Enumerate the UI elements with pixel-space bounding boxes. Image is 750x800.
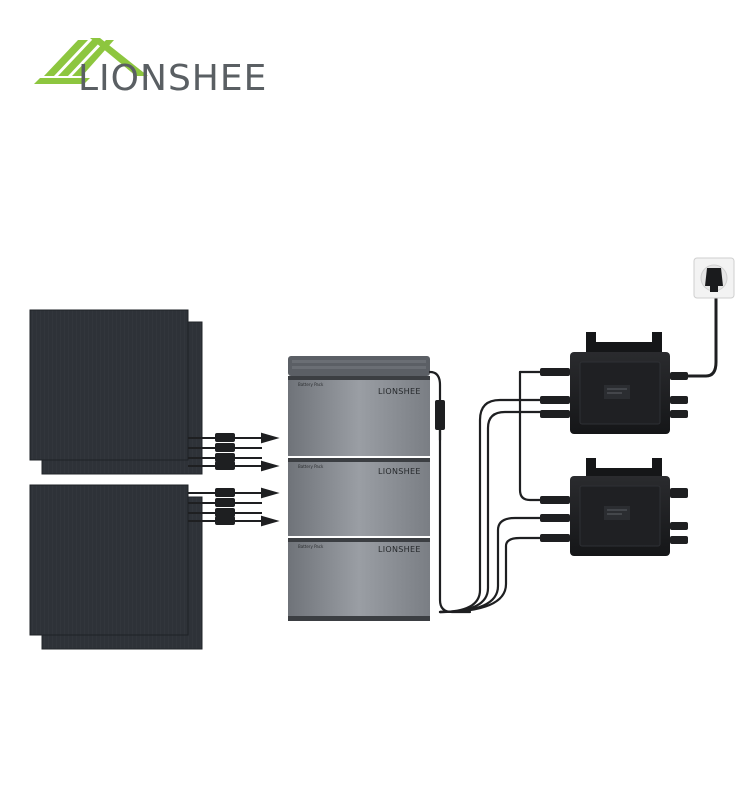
ac-cable xyxy=(686,288,718,378)
microinverter xyxy=(540,332,688,434)
wall-socket-icon xyxy=(693,257,735,299)
battery-stack: Battery Pack LIONSHEE Battery Pack LIONS… xyxy=(288,356,430,621)
battery-module-brand: LIONSHEE xyxy=(378,387,421,396)
brand-wordmark: LIONSHEE xyxy=(78,58,268,99)
solar-panel xyxy=(29,309,189,461)
output-cables xyxy=(428,370,542,614)
battery-module-label: Battery Pack xyxy=(298,382,324,387)
panel-connectors xyxy=(188,432,280,527)
microinverter xyxy=(540,458,688,556)
roof-mark-icon xyxy=(34,38,148,84)
battery-module-brand: LIONSHEE xyxy=(378,545,421,554)
lionshee-logo xyxy=(34,38,148,84)
battery-base xyxy=(288,616,430,621)
battery-module xyxy=(288,538,430,618)
solar-panel xyxy=(29,484,189,636)
battery-module xyxy=(288,376,430,456)
solar-panel-group-bottom xyxy=(29,484,203,650)
battery-module-brand: LIONSHEE xyxy=(378,467,421,476)
battery-module-label: Battery Pack xyxy=(298,464,324,469)
solar-panel-group-top xyxy=(29,309,203,475)
battery-module xyxy=(288,458,430,536)
battery-module-label: Battery Pack xyxy=(298,544,324,549)
cable-junction xyxy=(435,400,445,430)
